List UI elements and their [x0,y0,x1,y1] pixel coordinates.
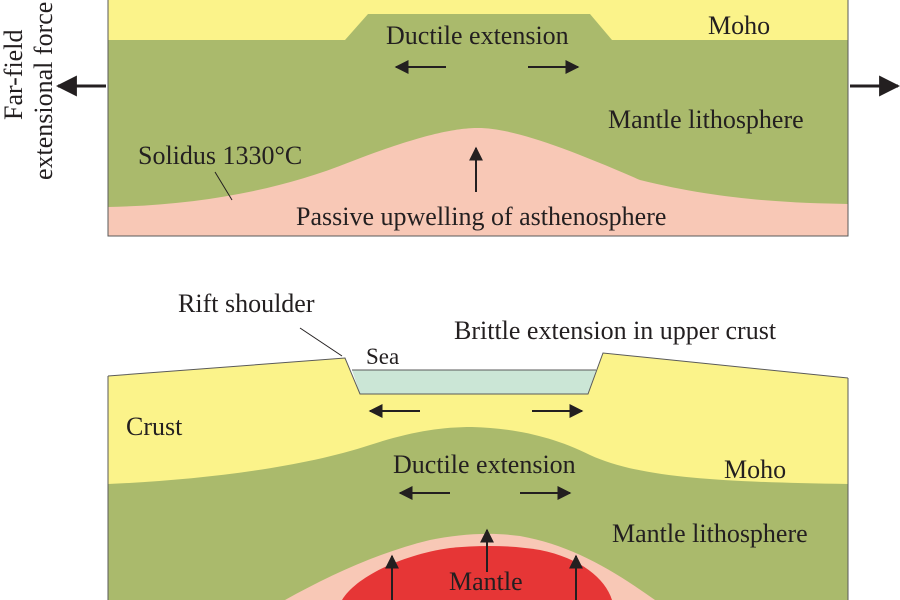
top-mantle-lithosphere-layer [108,14,848,236]
bottom-mantle-lithosphere-label: Mantle lithosphere [612,519,808,548]
solidus-leader-line [214,171,233,201]
bottom-moho-label: Moho [724,455,786,484]
brittle-extension-label: Brittle extension in upper crust [454,316,777,345]
top-mantle-lithosphere-label: Mantle lithosphere [608,105,804,134]
side-label-line1: Far-field [0,30,28,120]
asthenosphere-label: Passive upwelling of asthenosphere [296,202,666,231]
mantle-melt-layer [342,545,612,600]
bottom-mantle-lithosphere-layer [108,427,848,600]
bottom-panel: Rift shoulder Brittle extension in upper… [107,289,849,600]
side-label-line2: extensional force [29,2,58,180]
top-asthenosphere-layer [108,128,848,236]
rift-shoulder-label: Rift shoulder [178,289,315,318]
crust-label: Crust [126,412,183,441]
bottom-surface-outline [107,352,849,395]
solidus-label: Solidus 1330°C [138,141,302,170]
mantle-label: Mantle [449,567,523,596]
top-moho-label: Moho [708,11,770,40]
top-panel: Far-field extensional force Moho Ductile… [0,0,900,237]
sea-layer [352,370,596,394]
rift-shoulder-leader-line [299,327,343,357]
sea-label: Sea [366,344,399,369]
top-panel-frame [107,0,849,237]
bottom-ductile-label: Ductile extension [393,450,576,479]
top-ductile-label: Ductile extension [386,21,569,50]
